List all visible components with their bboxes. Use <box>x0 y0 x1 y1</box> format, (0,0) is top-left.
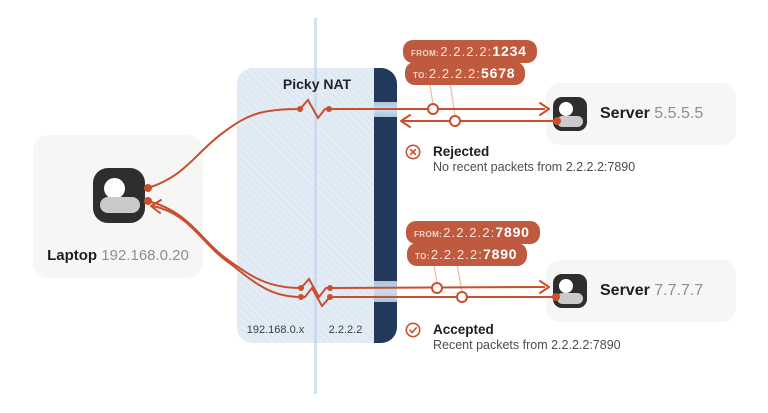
server-caption: Server 7.7.7.7 <box>600 282 703 300</box>
rejected-status-title: Rejected <box>433 144 490 159</box>
laptop-icon-circle <box>104 178 125 199</box>
badge-prefix: TO: <box>413 71 428 80</box>
accepted-status-title: Accepted <box>433 322 494 337</box>
badge-address: 2.2.2.2: <box>443 225 496 240</box>
nat-firewall-wall <box>374 68 397 343</box>
server-card-7777: Server 7.7.7.7 <box>546 260 736 322</box>
laptop-icon-bar <box>100 197 140 213</box>
badge-accepted-from: FROM: 2.2.2.2: 7890 <box>406 221 540 244</box>
server-ip: 7.7.7.7 <box>654 282 704 299</box>
badge-prefix: FROM: <box>414 230 443 239</box>
port-marker-to <box>449 115 461 127</box>
port-marker-from <box>431 282 443 294</box>
server-icon <box>553 274 587 308</box>
nat-panel: Picky NAT 192.168.0.x 2.2.2.2 <box>237 68 397 343</box>
laptop-caption: Laptop 192.168.0.20 <box>33 247 203 264</box>
server-caption: Server 5.5.5.5 <box>600 105 703 123</box>
server-label: Server <box>600 282 650 299</box>
laptop-label: Laptop <box>47 247 98 264</box>
x-circle-icon <box>405 144 421 160</box>
nat-title: Picky NAT <box>282 76 352 92</box>
port-marker-from <box>427 103 439 115</box>
badge-prefix: TO: <box>415 252 430 261</box>
server-icon-bar <box>557 293 583 304</box>
nat-panel-hatch <box>237 68 397 343</box>
server-card-5555: Server 5.5.5.5 <box>546 83 736 145</box>
check-circle-icon <box>405 322 421 338</box>
server-icon <box>553 97 587 131</box>
badge-accepted-to: TO: 2.2.2.2: 7890 <box>407 243 528 266</box>
laptop-icon <box>93 168 145 223</box>
badge-address: 2.2.2.2: <box>430 247 484 262</box>
badge-port: 1234 <box>492 43 527 59</box>
laptop-card: Laptop 192.168.0.20 <box>33 135 203 278</box>
firewall-hole-bottom <box>374 281 397 302</box>
server-label: Server <box>600 105 650 122</box>
badge-address: 2.2.2.2: <box>440 44 493 59</box>
badge-rejected-to: TO: 2.2.2.2: 5678 <box>405 62 526 85</box>
badge-port: 5678 <box>481 65 516 81</box>
badge-port: 7890 <box>495 224 530 240</box>
server-ip: 5.5.5.5 <box>654 105 704 122</box>
badge-rejected-from: FROM: 2.2.2.2: 1234 <box>403 40 537 63</box>
nat-inner-boundary-line <box>314 68 317 343</box>
firewall-hole-top <box>374 102 397 117</box>
server-icon-circle <box>559 102 573 116</box>
laptop-ip: 192.168.0.20 <box>101 247 189 264</box>
badge-address: 2.2.2.2: <box>428 66 482 81</box>
accepted-status-detail: Recent packets from 2.2.2.2:7890 <box>433 338 621 352</box>
badge-port: 7890 <box>483 246 518 262</box>
badge-prefix: FROM: <box>411 49 440 58</box>
port-marker-to <box>456 291 468 303</box>
nat-inside-network-label: 192.168.0.x <box>246 324 305 336</box>
nat-outside-network-label: 2.2.2.2 <box>328 324 363 336</box>
server-icon-bar <box>557 116 583 127</box>
server-icon-circle <box>559 279 573 293</box>
arrowhead-blocked-at-wall <box>400 114 411 128</box>
rejected-status-detail: No recent packets from 2.2.2.2:7890 <box>433 160 636 174</box>
